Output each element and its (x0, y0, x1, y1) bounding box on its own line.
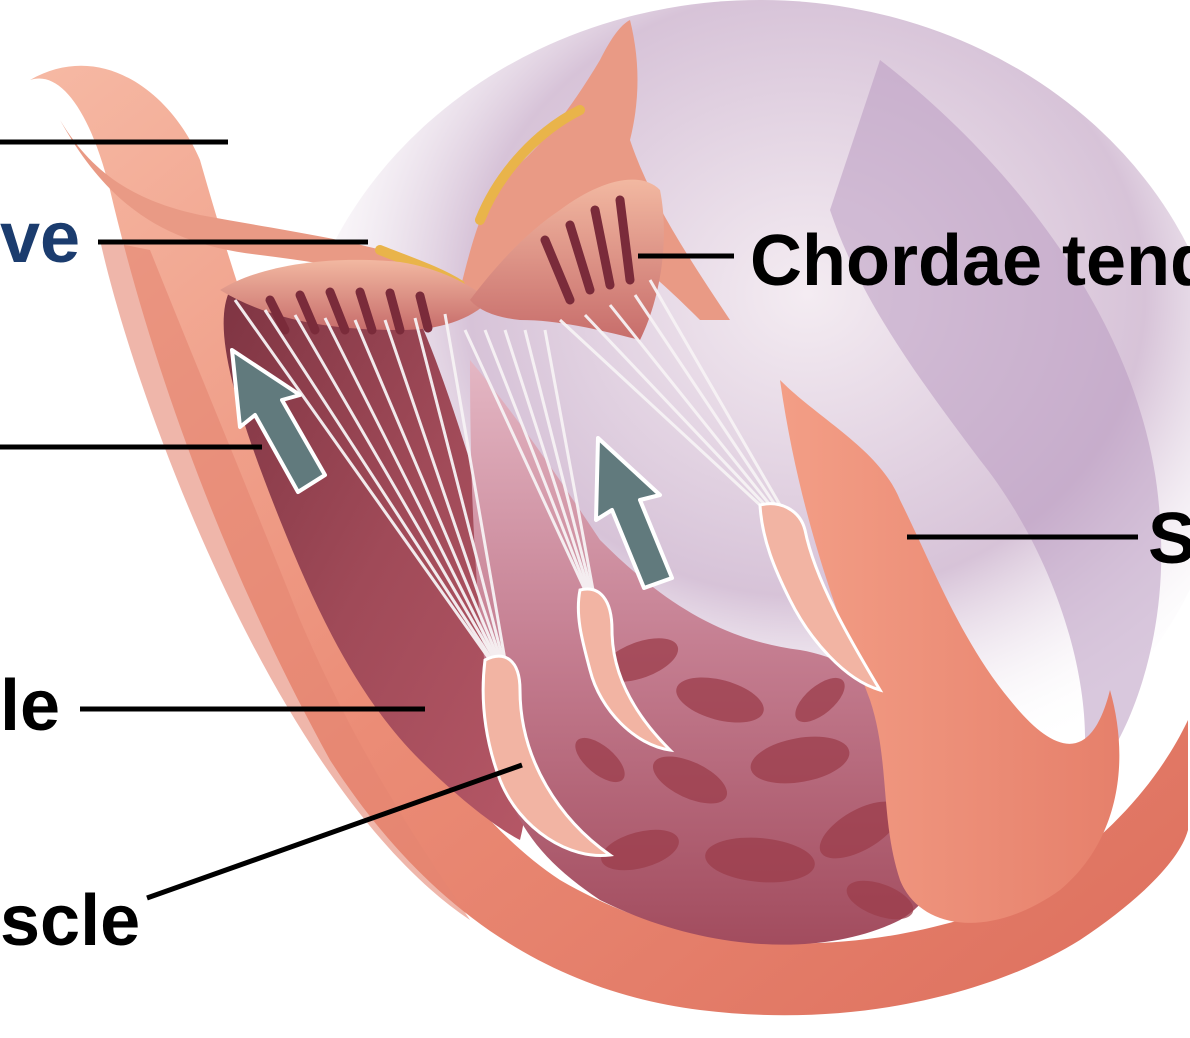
label-chordae-tendineae: Chordae tend (750, 221, 1190, 301)
label-valve: ve (0, 198, 80, 278)
label-s: S (1148, 499, 1190, 579)
label-ventricle: le (0, 666, 60, 746)
label-papillary-muscle: scle (0, 881, 140, 961)
